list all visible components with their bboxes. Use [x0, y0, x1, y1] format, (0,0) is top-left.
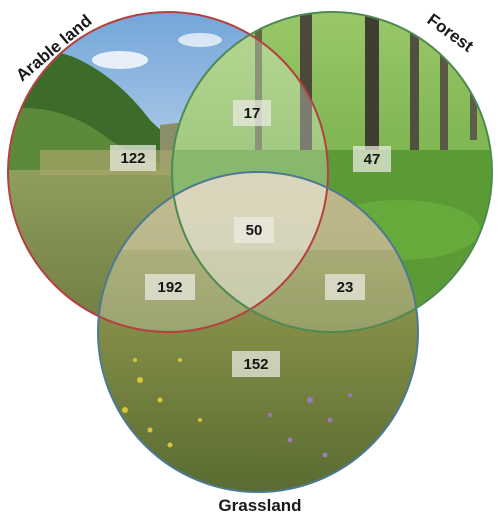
region-arable-grassland: 192 [145, 274, 195, 300]
forest-circle [171, 11, 493, 333]
count-arable-grassland: 192 [157, 279, 182, 296]
region-arable-forest: 17 [233, 100, 271, 126]
region-arable-only: 122 [110, 145, 156, 171]
count-all-three: 50 [246, 222, 263, 239]
count-forest-grassland: 23 [337, 279, 354, 296]
count-arable-forest: 17 [244, 105, 261, 122]
region-forest-grassland: 23 [325, 274, 365, 300]
overlap-tint [98, 12, 418, 332]
arable-land-circle [7, 11, 329, 333]
count-forest-only: 47 [364, 151, 381, 168]
region-grassland-only: 152 [232, 351, 280, 377]
region-all-three: 50 [234, 217, 274, 243]
grassland-circle [97, 171, 419, 493]
count-grassland-only: 152 [243, 356, 268, 373]
grassland-label: Grassland [218, 496, 301, 515]
count-arable-only: 122 [120, 150, 145, 167]
region-forest-only: 47 [353, 146, 391, 172]
